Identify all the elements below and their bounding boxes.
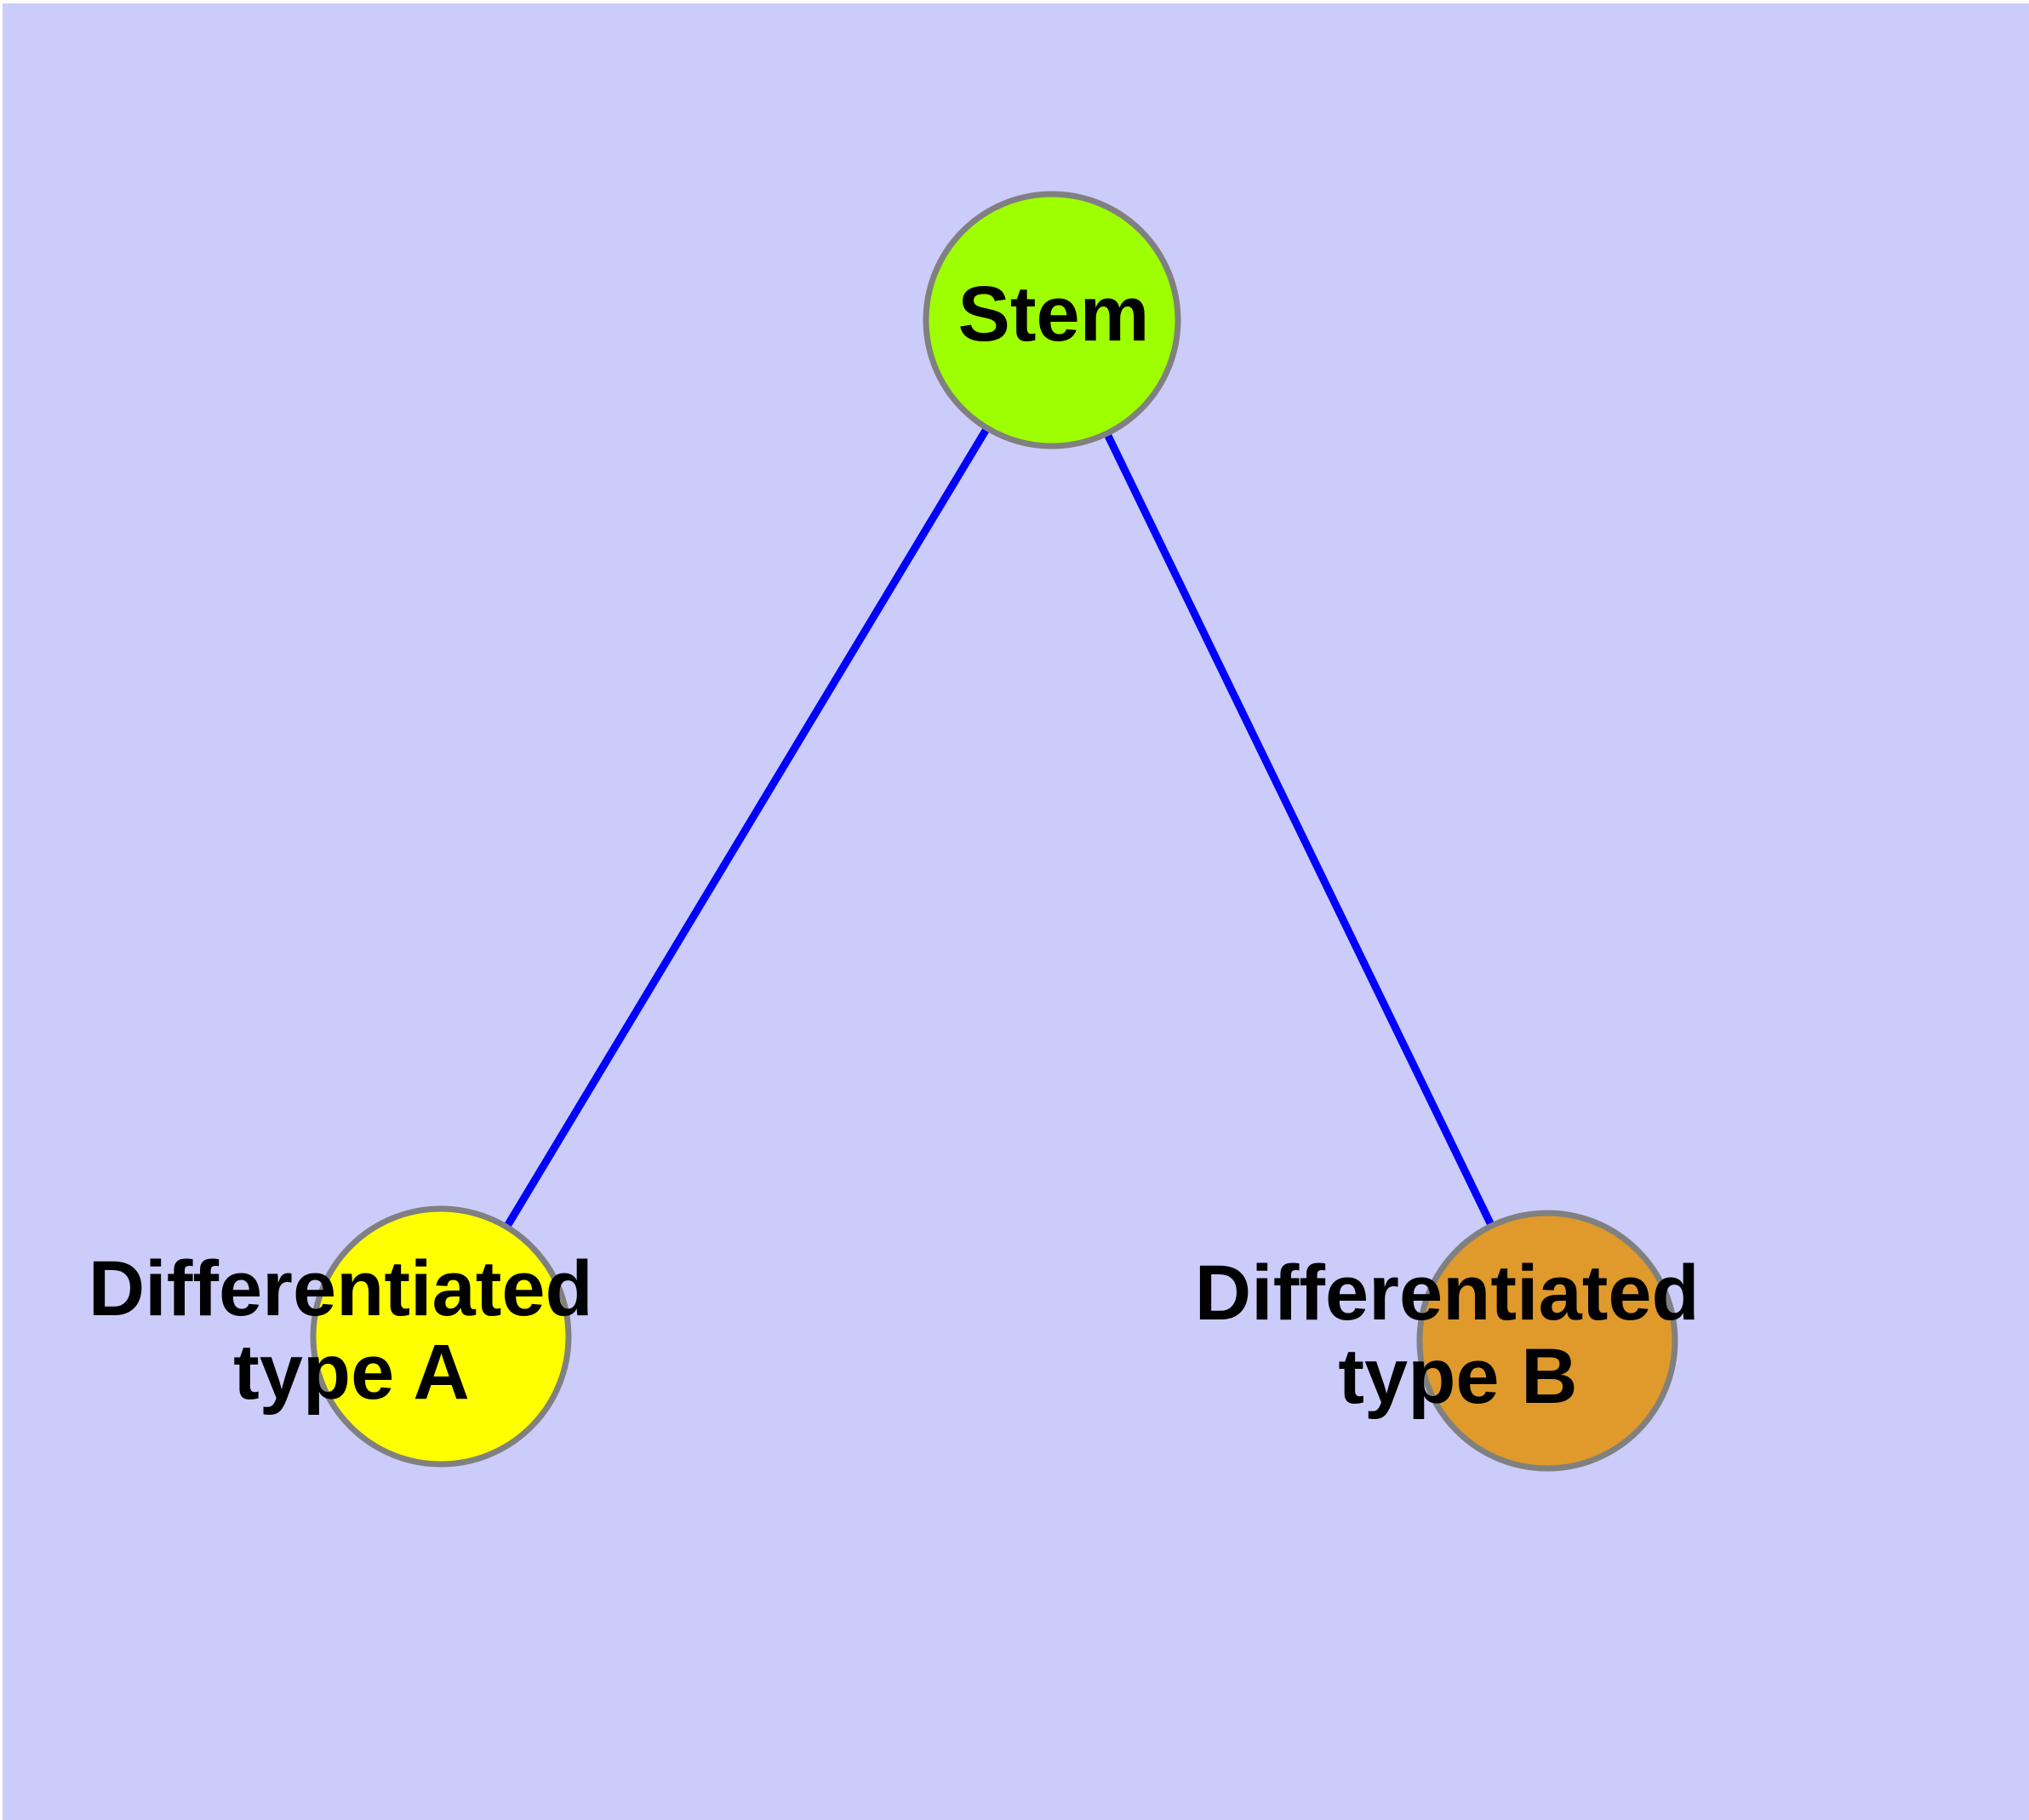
- node-diff-a-circle[interactable]: [310, 1205, 572, 1468]
- node-stem-label: Stem: [958, 271, 1150, 358]
- node-stem-circle[interactable]: [923, 191, 1181, 449]
- node-stem[interactable]: [923, 191, 1181, 449]
- edge-layer: [437, 318, 1552, 1342]
- node-diff-a[interactable]: [310, 1205, 572, 1468]
- edge-stem-to-diff-b[interactable]: [1048, 318, 1552, 1342]
- node-diff-b[interactable]: [1416, 1210, 1678, 1472]
- node-layer: [310, 191, 1678, 1472]
- node-diff-a-label-line2: type A: [233, 1329, 470, 1416]
- node-diff-b-label: Differentiated type B: [1195, 1250, 1722, 1420]
- node-diff-b-label-line2: type B: [1338, 1333, 1577, 1420]
- node-diff-b-circle[interactable]: [1416, 1210, 1678, 1472]
- node-diff-a-label-line1: Differentiated: [89, 1245, 593, 1332]
- edge-stem-to-diff-a[interactable]: [437, 318, 1055, 1339]
- node-diff-b-label-line1: Differentiated: [1195, 1250, 1700, 1336]
- node-stem-label-line1: Stem: [958, 271, 1150, 358]
- node-diff-a-label: Differentiated type A: [89, 1245, 615, 1416]
- label-layer: Stem Differentiated type A Differentiate…: [89, 271, 1722, 1420]
